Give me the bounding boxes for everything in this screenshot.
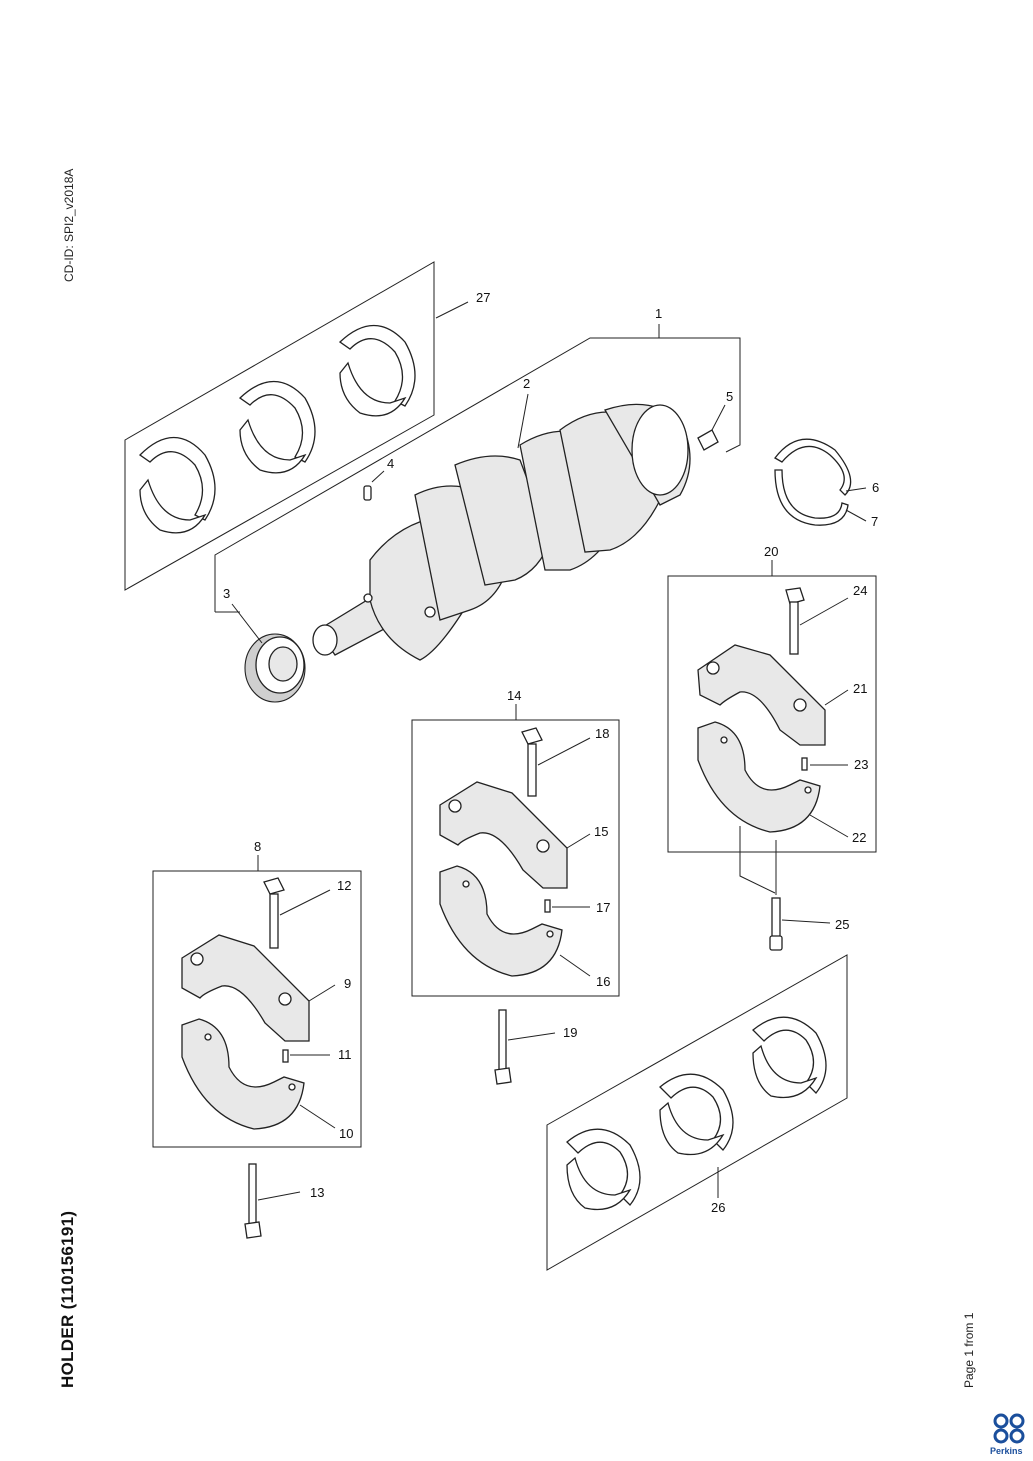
callout-26: 26 xyxy=(711,1200,725,1215)
bearing-shell-lower-2 xyxy=(659,1073,734,1156)
callout-18: 18 xyxy=(595,726,609,741)
callout-8: 8 xyxy=(254,839,261,854)
callout-14: 14 xyxy=(507,688,521,703)
callout-13: 13 xyxy=(310,1185,324,1200)
callout-4: 4 xyxy=(387,456,394,471)
callout-2: 2 xyxy=(523,376,530,391)
callout-11: 11 xyxy=(338,1047,352,1062)
crankshaft-gear xyxy=(244,633,306,703)
dowel-pin xyxy=(363,485,372,501)
pin-23 xyxy=(801,757,808,771)
callout-6: 6 xyxy=(872,480,879,495)
callout-15: 15 xyxy=(594,824,608,839)
callout-25: 25 xyxy=(835,917,849,932)
bearing-shell-lower-3 xyxy=(752,1016,827,1099)
bearing-cap-upper-20 xyxy=(697,644,826,746)
bolt-12 xyxy=(263,877,285,949)
thrust-washer-lower xyxy=(774,469,849,526)
bolt-25 xyxy=(769,897,783,951)
callout-12: 12 xyxy=(337,878,351,893)
thrust-washer-upper xyxy=(774,438,852,496)
callout-27: 27 xyxy=(476,290,490,305)
callout-23: 23 xyxy=(854,757,868,772)
callout-9: 9 xyxy=(344,976,351,991)
callout-24: 24 xyxy=(853,583,867,598)
bearing-shell-lower-1 xyxy=(566,1128,641,1211)
group-bracket-1 xyxy=(214,337,741,612)
bearing-cap-upper-8 xyxy=(181,934,310,1042)
callout-10: 10 xyxy=(339,1126,353,1141)
callout-1: 1 xyxy=(655,306,662,321)
callout-21: 21 xyxy=(853,681,867,696)
group-box-27 xyxy=(124,261,435,591)
roll-pin xyxy=(697,429,719,451)
bearing-cap-lower-20 xyxy=(697,721,821,833)
crankshaft xyxy=(312,403,691,661)
callout-22: 22 xyxy=(852,830,866,845)
callout-3: 3 xyxy=(223,586,230,601)
perkins-logo-icon xyxy=(993,1413,1025,1444)
callout-7: 7 xyxy=(871,514,878,529)
callout-16: 16 xyxy=(596,974,610,989)
bearing-shell-upper-1 xyxy=(138,436,216,534)
bolt-24 xyxy=(785,587,805,655)
bolt-18 xyxy=(521,727,543,797)
group-box-26 xyxy=(546,954,848,1271)
bearing-shell-upper-2 xyxy=(238,380,316,474)
bearing-shell-upper-3 xyxy=(338,324,416,417)
bearing-cap-upper-14 xyxy=(439,781,568,889)
pin-17 xyxy=(544,899,551,913)
callout-19: 19 xyxy=(563,1025,577,1040)
brand-label: Perkins xyxy=(990,1446,1023,1456)
callout-5: 5 xyxy=(726,389,733,404)
bolt-19 xyxy=(494,1009,512,1085)
bearing-cap-lower-8 xyxy=(181,1018,305,1130)
pin-11 xyxy=(282,1049,289,1063)
callout-17: 17 xyxy=(596,900,610,915)
callout-20: 20 xyxy=(764,544,778,559)
group-box-8 xyxy=(152,870,362,1148)
bearing-cap-lower-14 xyxy=(439,865,563,977)
bolt-13 xyxy=(244,1163,262,1239)
